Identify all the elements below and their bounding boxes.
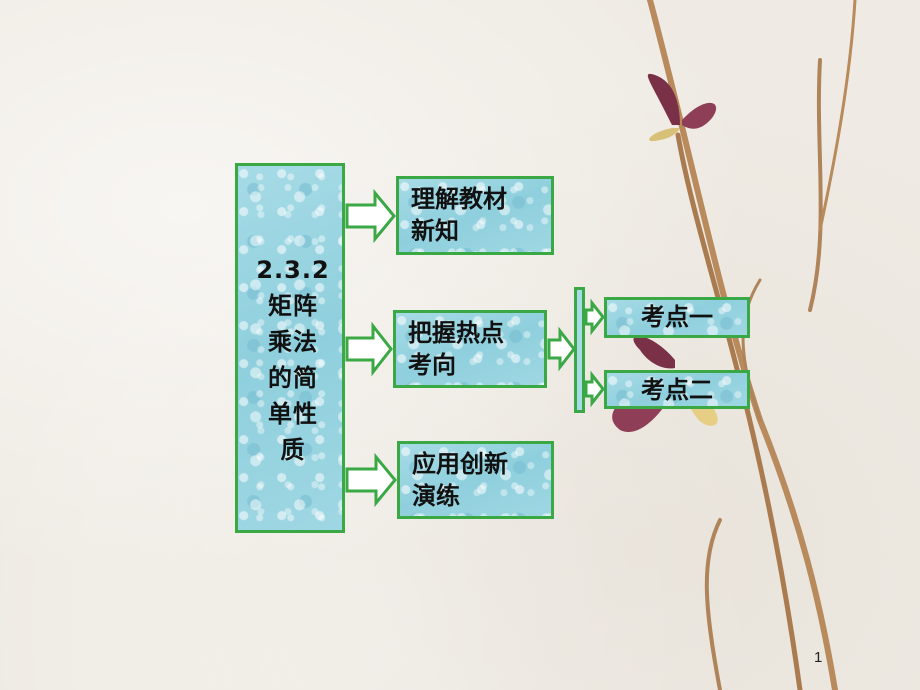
- page-number: 1: [814, 649, 823, 666]
- arrow-right-icon: [345, 321, 393, 377]
- topic-label-practice: 应用创新 演练: [412, 450, 508, 510]
- main-topic-box: 2.3.2 矩阵 乘法 的简 单性 质: [235, 163, 345, 533]
- arrow-right-icon: [584, 298, 605, 336]
- branch-twig-2: [818, 0, 857, 232]
- branch-twig-4: [704, 518, 722, 690]
- topic-label-hotspots: 把握热点 考向: [408, 319, 504, 379]
- topic-box-practice[interactable]: 应用创新 演练: [397, 441, 554, 519]
- point-label-1: 考点一: [641, 303, 713, 331]
- point-box-1[interactable]: 考点一: [604, 297, 750, 338]
- branch-twig-3: [741, 278, 762, 422]
- bracket-bar: [574, 287, 585, 413]
- topic-box-hotspots[interactable]: 把握热点 考向: [393, 310, 547, 388]
- branch-twig-1: [808, 58, 823, 312]
- point-box-2[interactable]: 考点二: [604, 370, 750, 409]
- arrow-right-icon: [345, 452, 397, 508]
- main-topic-title: 2.3.2 矩阵 乘法 的简 单性 质: [256, 256, 330, 464]
- point-label-2: 考点二: [641, 376, 713, 404]
- arrow-right-icon: [547, 326, 576, 372]
- topic-box-understand[interactable]: 理解教材 新知: [396, 176, 554, 255]
- butterfly-icon: [647, 73, 717, 142]
- topic-label-understand: 理解教材 新知: [411, 185, 507, 245]
- arrow-right-icon: [584, 370, 605, 408]
- arrow-right-icon: [345, 188, 396, 244]
- branch-stem: [675, 132, 803, 690]
